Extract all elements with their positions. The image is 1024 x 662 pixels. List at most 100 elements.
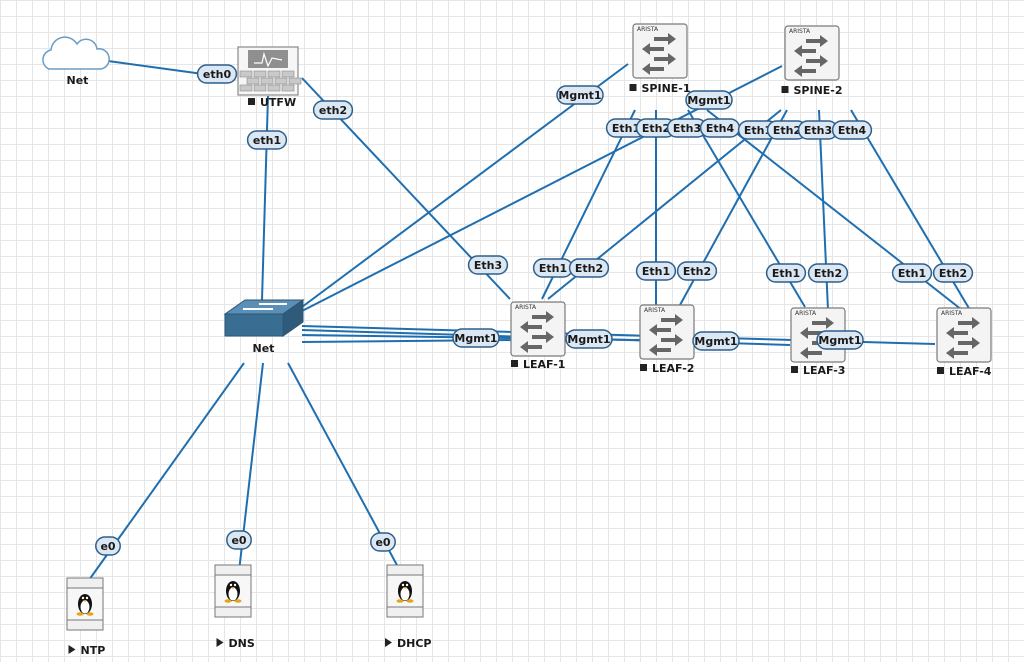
port-label-text: eth0: [203, 68, 232, 81]
port-label-text: Eth3: [474, 259, 502, 272]
port-label-bg: [452, 328, 500, 348]
port-label-text: Eth2: [642, 122, 670, 135]
node-hub[interactable]: Net: [223, 299, 305, 355]
node-dns[interactable]: DNS: [214, 564, 255, 650]
port-label-text: eth2: [319, 104, 347, 117]
port-label-bg: [807, 263, 849, 283]
node-label: SPINE-2: [794, 84, 843, 97]
port-label[interactable]: Eth1: [605, 118, 647, 138]
port-label-text: Eth1: [898, 267, 926, 280]
brand-label: ARISTA: [637, 26, 659, 33]
arista-switch-icon: ARISTA: [784, 25, 840, 81]
node-dhcp[interactable]: DHCP: [385, 564, 431, 650]
port-label[interactable]: Mgmt1: [692, 331, 740, 351]
port-label[interactable]: Eth2: [568, 258, 610, 278]
port-label-bg: [565, 329, 613, 349]
port-label-text: Mgmt1: [694, 335, 737, 348]
node-label: SPINE-1: [642, 82, 691, 95]
linux-server-icon: [214, 564, 252, 618]
port-label[interactable]: Eth4: [831, 120, 873, 140]
node-leaf1[interactable]: ARISTA LEAF-1: [510, 301, 566, 371]
node-label: Net: [67, 74, 89, 87]
brand-label: ARISTA: [515, 304, 537, 311]
node-cloud[interactable]: Net: [42, 36, 110, 87]
port-label[interactable]: Eth4: [699, 118, 741, 138]
port-label[interactable]: Mgmt1: [816, 330, 864, 350]
stopped-status-icon: [629, 84, 637, 91]
nodes-layer: NetUTFWNetARISTASPINE-1ARISTASPINE-2ARIS…: [42, 23, 992, 657]
port-label[interactable]: Eth1: [765, 263, 807, 283]
port-label-bg: [932, 263, 974, 283]
stopped-status-icon: [640, 364, 647, 371]
node-label: Net: [253, 342, 275, 355]
port-label[interactable]: Eth1: [532, 258, 574, 278]
port-label-text: Eth1: [612, 122, 640, 135]
port-label[interactable]: Mgmt1: [685, 90, 733, 110]
node-utfw[interactable]: UTFW: [237, 46, 302, 109]
port-label-bg: [685, 90, 733, 110]
port-label-text: Eth3: [804, 124, 832, 137]
port-label[interactable]: Eth1: [891, 263, 933, 283]
port-label-text: Mgmt1: [818, 334, 861, 347]
brand-label: ARISTA: [789, 28, 811, 35]
node-label: LEAF-3: [803, 364, 845, 377]
port-label-bg: [556, 85, 604, 105]
port-label-text: Mgmt1: [567, 333, 610, 346]
port-label[interactable]: eth1: [246, 130, 288, 150]
port-label[interactable]: Mgmt1: [556, 85, 604, 105]
port-label-bg: [676, 261, 718, 281]
port-label[interactable]: Eth1: [635, 261, 677, 281]
node-label: UTFW: [260, 96, 296, 109]
node-label: LEAF-4: [949, 365, 992, 378]
firewall-icon: [237, 46, 302, 96]
port-label[interactable]: e0: [226, 530, 252, 550]
node-label: LEAF-1: [523, 358, 565, 371]
port-label-text: Mgmt1: [558, 89, 601, 102]
link-cloud-utfw[interactable]: [107, 60, 204, 75]
port-label[interactable]: e0: [370, 532, 396, 552]
port-label-text: Eth1: [642, 265, 670, 278]
port-label[interactable]: Eth2: [676, 261, 718, 281]
port-label[interactable]: Eth2: [932, 263, 974, 283]
port-label[interactable]: Mgmt1: [452, 328, 500, 348]
port-label[interactable]: Eth2: [766, 120, 808, 140]
port-label-text: Eth2: [683, 265, 711, 278]
port-label-text: Eth4: [838, 124, 867, 137]
port-label[interactable]: Eth3: [797, 120, 839, 140]
port-label[interactable]: eth2: [312, 100, 354, 120]
port-label[interactable]: eth0: [196, 64, 238, 84]
link-utfw-hub[interactable]: [261, 95, 269, 301]
arista-switch-icon: ARISTA: [639, 304, 695, 360]
stopped-status-icon: [781, 86, 789, 93]
port-label-text: Eth2: [575, 262, 603, 275]
network-switch-icon: [223, 299, 305, 337]
port-label[interactable]: Mgmt1: [565, 329, 613, 349]
node-spine1[interactable]: ARISTA SPINE-1: [629, 23, 691, 95]
port-label[interactable]: Eth1: [737, 120, 779, 140]
linux-server-icon: [386, 564, 424, 618]
port-label[interactable]: Eth2: [807, 263, 849, 283]
port-label[interactable]: Eth3: [467, 255, 509, 275]
brand-label: ARISTA: [795, 310, 817, 317]
running-status-icon: [216, 638, 224, 647]
linux-server-icon: [66, 577, 104, 631]
port-label-text: eth1: [253, 134, 281, 147]
port-label-text: e0: [231, 534, 246, 547]
port-label-bg: [891, 263, 933, 283]
port-label-bg: [635, 261, 677, 281]
port-label-text: Eth3: [673, 122, 701, 135]
port-label-bg: [312, 100, 354, 120]
arista-switch-icon: ARISTA: [510, 301, 566, 357]
port-label-text: Eth1: [744, 124, 772, 137]
node-ntp[interactable]: NTP: [66, 577, 105, 657]
port-label-text: Eth1: [539, 262, 567, 275]
stopped-status-icon: [937, 367, 944, 374]
port-label[interactable]: e0: [95, 536, 121, 556]
port-label-text: e0: [100, 540, 115, 553]
node-spine2[interactable]: ARISTA SPINE-2: [781, 25, 843, 97]
port-label-text: Eth2: [773, 124, 801, 137]
